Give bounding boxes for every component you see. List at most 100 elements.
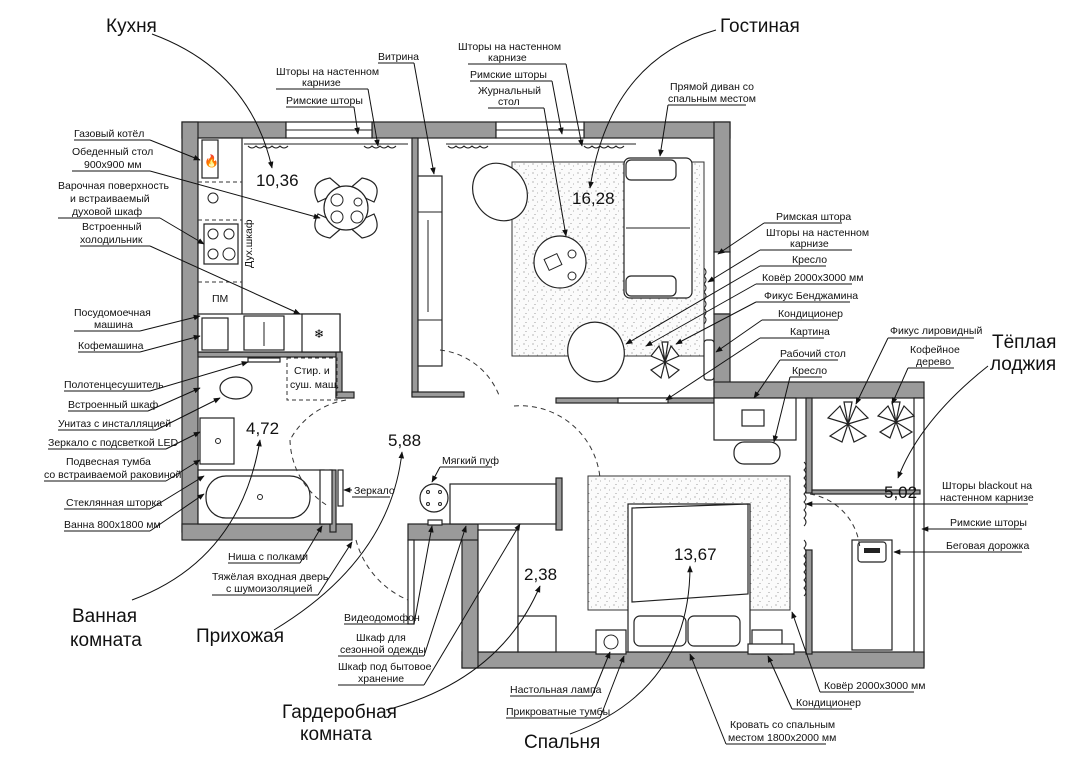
callout-armchair: Кресло — [792, 254, 827, 266]
callout-video-intercom: Видеодомофон — [344, 612, 420, 624]
sink-small — [207, 192, 219, 204]
callout-dining-table-2: 900х900 мм — [84, 159, 142, 171]
display-cabinet — [417, 175, 443, 367]
callout-gas-boiler: Газовый котёл — [74, 128, 144, 140]
callout-entrance-door-2: с шумоизоляцией — [226, 583, 312, 595]
room-name-wardrobe-2: комната — [300, 724, 372, 745]
callout-seasonal-wardrobe-2: сезонной одежды — [340, 644, 426, 656]
towel-dryer — [247, 357, 281, 363]
callouts-left: Газовый котёл Обеденный стол 900х900 мм … — [44, 128, 321, 532]
callout-kitchen-curtains-2: карнизе — [302, 77, 341, 89]
callout-coffee-machine: Кофемашина — [78, 340, 144, 352]
coffee-tree — [876, 401, 916, 439]
washer-dryer — [286, 357, 338, 401]
hallway-furniture — [407, 483, 557, 653]
oven-label: Дух.шкаф — [243, 219, 255, 268]
hallway-area: 5,88 — [388, 431, 421, 450]
laptop — [741, 409, 765, 427]
room-name-loggia-2: лоджия — [990, 354, 1056, 375]
painting — [617, 397, 669, 404]
boiler-icon — [201, 139, 219, 179]
callout-treadmill: Беговая дорожка — [946, 540, 1029, 552]
callout-side-curtains-1: Шторы на настенном — [766, 227, 869, 239]
kitchen-furniture: 🔥 Дух.шкаф ПМ ❄ — [197, 137, 378, 353]
storage-wardrobe — [477, 529, 519, 653]
callout-bed-2: местом 1800х2000 мм — [728, 732, 836, 744]
pm-label: ПМ — [212, 293, 228, 305]
callout-ficus-lyrata: Фикус лировидный — [890, 325, 982, 337]
toilet — [219, 376, 253, 400]
curtains — [244, 143, 807, 597]
callout-painting: Картина — [790, 326, 830, 338]
callout-air-conditioner: Кондиционер — [778, 308, 843, 320]
callout-fridge-2: холодильник — [80, 234, 143, 246]
room-name-wardrobe-1: Гардеробная — [282, 702, 397, 723]
niche-shelves — [319, 469, 333, 525]
callout-sofa-2: спальным местом — [668, 93, 756, 105]
callout-cooktop-3: духовой шкаф — [72, 206, 143, 218]
callout-blackout-1: Шторы blackout на — [942, 480, 1032, 492]
coffee-machine — [201, 317, 229, 351]
living-area: 16,28 — [572, 189, 615, 208]
bathroom-area: 4,72 — [246, 419, 279, 438]
coffee-table — [533, 235, 587, 289]
callout-roman-blind: Римская штора — [776, 211, 851, 223]
soft-pouf — [419, 483, 449, 513]
callouts-top: Шторы на настенном карнизе Римские шторы… — [276, 41, 756, 237]
room-name-bathroom-2: комната — [70, 630, 142, 651]
callout-fridge-1: Встроенный — [82, 221, 142, 233]
video-intercom — [427, 519, 443, 526]
callout-desk-chair: Кресло — [792, 365, 827, 377]
snowflake-icon: ❄ — [314, 327, 324, 341]
callout-kitchen-curtains-1: Шторы на настенном — [276, 66, 379, 78]
walls — [181, 121, 925, 669]
callout-living-curtains-2: карнизе — [488, 52, 527, 64]
callout-cooktop-1: Варочная поверхность — [58, 180, 169, 192]
wardrobe-area: 2,38 — [524, 565, 557, 584]
callout-living-curtains-1: Шторы на настенном — [458, 41, 561, 53]
fridge — [301, 313, 341, 353]
loggia-area: 5,02 — [884, 483, 917, 502]
callout-loggia-roman: Римские шторы — [950, 517, 1027, 529]
callout-niche: Ниша с полками — [228, 551, 308, 563]
callout-glass-screen: Стеклянная шторка — [66, 497, 162, 509]
loggia-furniture — [826, 401, 916, 651]
room-name-loggia-1: Тёплая — [992, 332, 1056, 353]
callout-bedroom-ac: Кондиционер — [796, 697, 861, 709]
doors — [289, 349, 861, 601]
callout-coffee-table-2: стол — [498, 96, 520, 108]
air-conditioner-bedroom — [747, 643, 795, 655]
callout-nightstands: Прикроватные тумбы — [506, 706, 610, 718]
seasonal-wardrobe — [449, 483, 557, 525]
callout-coffee-table-1: Журнальный — [478, 85, 541, 97]
ficus-lyrata — [826, 401, 870, 443]
bedroom-furniture — [587, 397, 797, 655]
callout-blackout-2: настенном карнизе — [940, 492, 1034, 504]
callout-towel-dryer: Полотенцесушитель — [64, 379, 164, 391]
callout-vanity-1: Подвесная тумба — [66, 456, 151, 468]
callout-built-in-closet: Встроенный шкаф — [68, 399, 159, 411]
vanity-sink — [199, 417, 235, 465]
ficus-benjamina — [649, 341, 681, 380]
dining-table — [314, 177, 378, 239]
callout-seasonal-wardrobe-1: Шкаф для — [356, 632, 406, 644]
callout-led-mirror: Зеркало с подсветкой LED — [48, 437, 178, 449]
callout-side-curtains-2: карнизе — [790, 238, 829, 250]
callout-coffee-tree-2: дерево — [916, 356, 951, 368]
desk-chair — [733, 441, 781, 465]
bathroom-furniture: Стир. и суш. маш. — [197, 357, 344, 525]
nightstand-left — [595, 629, 627, 655]
callout-living-roman: Римские шторы — [470, 69, 547, 81]
callouts-right: Римская штора Шторы на настенном карнизе… — [625, 211, 1034, 555]
washer-label-1: Стир. и — [294, 365, 330, 377]
room-name-hallway: Прихожая — [196, 626, 284, 647]
callout-dishwasher-1: Посудомоечная — [74, 307, 151, 319]
room-name-bathroom-1: Ванная — [72, 606, 137, 627]
callout-mirror: Зеркало — [354, 485, 395, 497]
living-furniture — [472, 157, 715, 404]
callout-dining-table-1: Обеденный стол — [72, 146, 153, 158]
room-name-bedroom: Спальня — [524, 732, 600, 753]
callout-dishwasher-2: машина — [94, 319, 133, 331]
callout-toilet: Унитаз с инсталляцией — [58, 418, 171, 430]
